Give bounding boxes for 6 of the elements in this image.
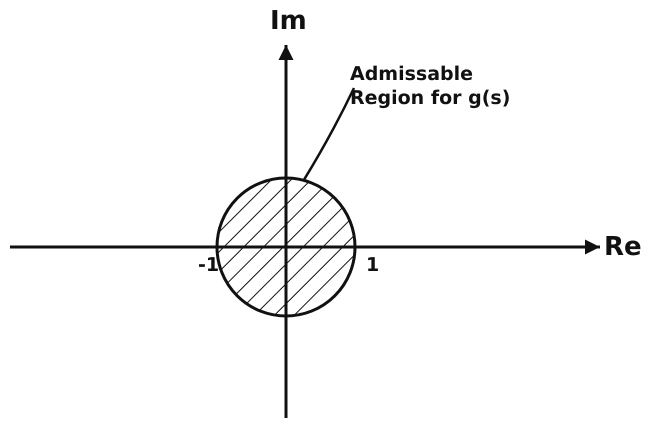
region-label: Admissable Region for g(s): [350, 62, 540, 110]
leader-line: [302, 87, 356, 181]
axis-label: Im: [270, 6, 307, 36]
tick-label: 1: [366, 254, 380, 276]
tick-label: -1: [198, 254, 220, 276]
axis-label: Re: [604, 232, 642, 262]
